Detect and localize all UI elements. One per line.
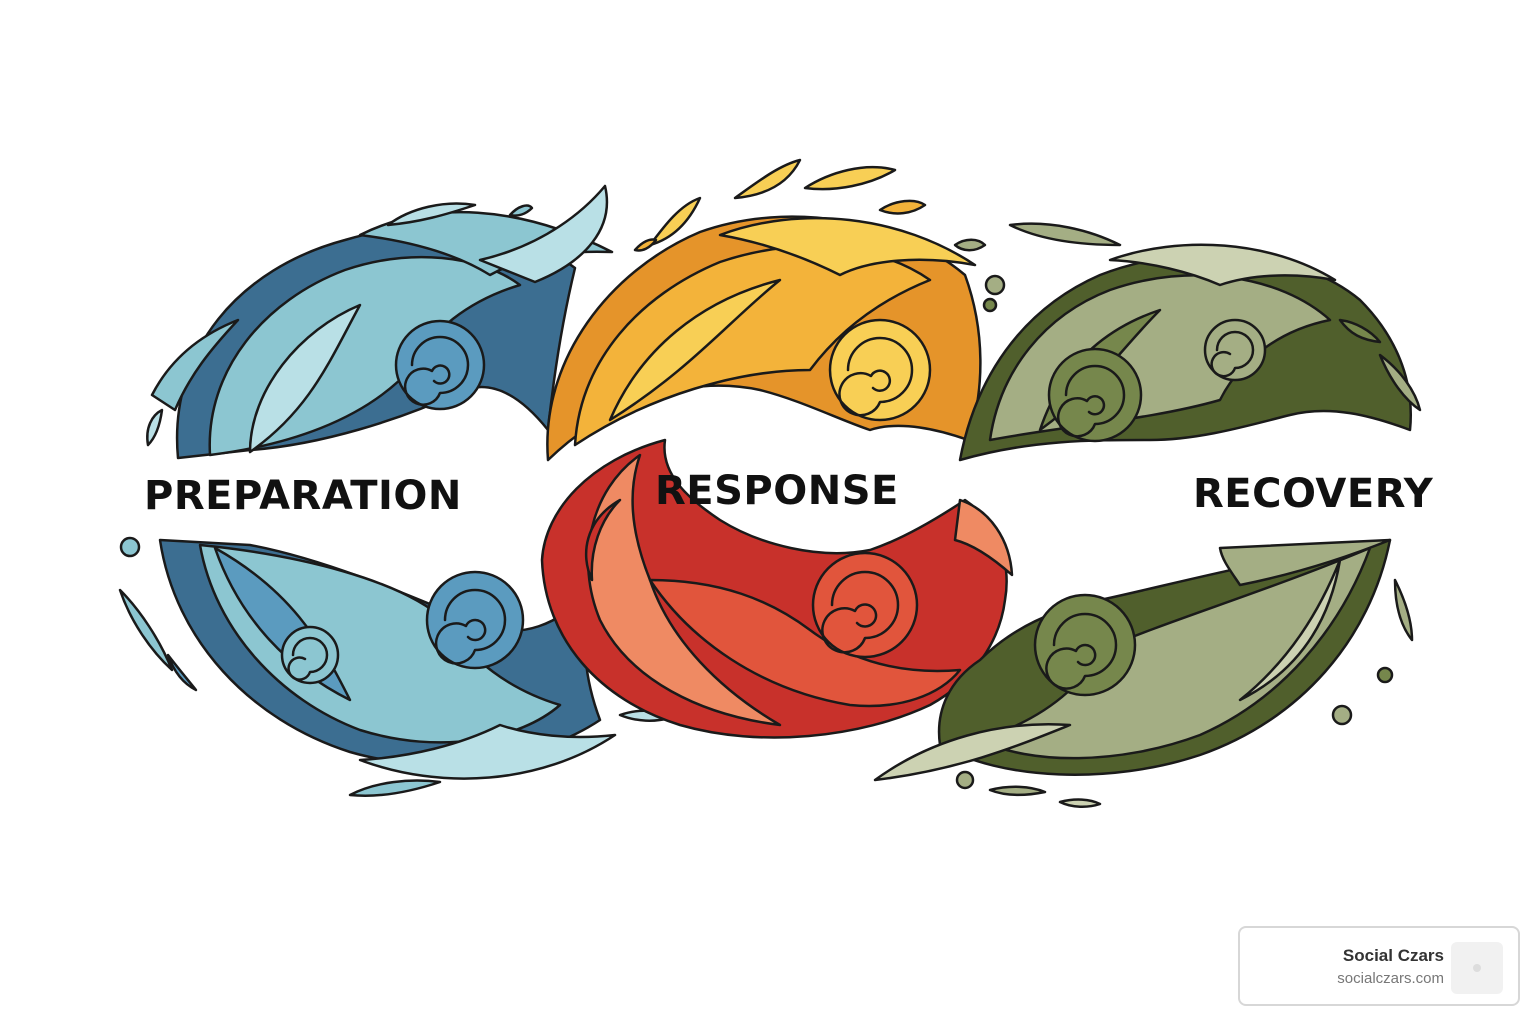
recovery-wave-top (953, 222, 1422, 462)
response-wave-bottom (540, 438, 1014, 739)
preparation-wave-top (146, 184, 614, 460)
phase-label-recovery: RECOVERY (1193, 471, 1434, 517)
response-wave-top (546, 158, 982, 462)
phase-label-preparation: PREPARATION (144, 473, 462, 519)
brand-card[interactable]: Social Czars socialczars.com (1238, 926, 1520, 1006)
brand-logo-icon (1451, 942, 1503, 994)
recovery-wave-bottom (873, 538, 1414, 808)
brand-name: Social Czars (1342, 946, 1444, 965)
phase-label-response: RESPONSE (655, 468, 899, 514)
brand-url[interactable]: socialczars.com (1337, 970, 1444, 987)
preparation-wave-bottom (118, 536, 672, 798)
